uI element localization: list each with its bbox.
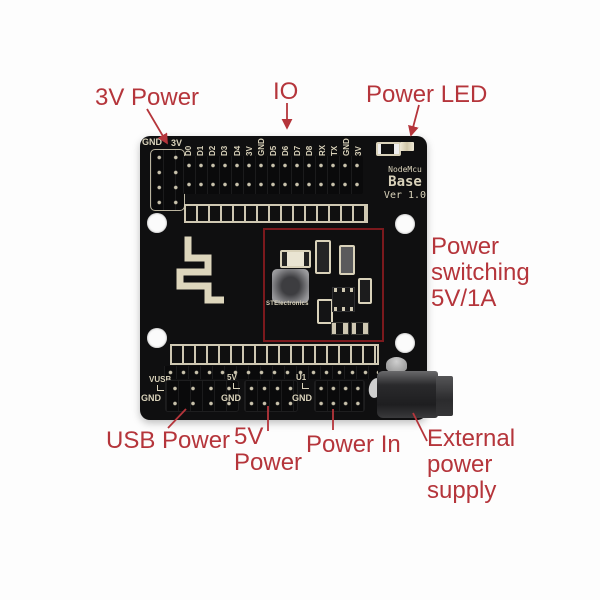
header-block-vusb	[165, 380, 239, 412]
smd-component	[358, 278, 372, 304]
silk-u1-label: U1	[296, 373, 307, 382]
leader-3v-power	[146, 108, 168, 145]
regulator-ic	[332, 287, 355, 312]
smd-capacitor	[315, 240, 331, 274]
silk-3v-label: 3V	[171, 138, 183, 148]
label-io: IO	[273, 78, 299, 105]
silk-arrow-icon	[157, 385, 164, 391]
maker-label: STElectronics	[266, 301, 309, 307]
power-switching-outline	[263, 228, 384, 342]
smd-resistor	[280, 250, 311, 268]
dc-jack-tip	[436, 376, 453, 416]
solder-pads	[331, 322, 349, 335]
dc-barrel-jack	[377, 371, 438, 418]
silk-gnd-label: GND	[292, 393, 312, 403]
mounting-hole	[395, 214, 415, 234]
label-power-led: Power LED	[366, 81, 488, 108]
bottom-pin-strip	[164, 366, 378, 379]
mounting-hole	[147, 213, 167, 233]
leader-power-led	[408, 104, 420, 137]
brand-line-2: Base	[388, 173, 422, 190]
smd-capacitor	[339, 245, 355, 275]
solder-pads	[351, 322, 369, 335]
power-inductor	[272, 269, 309, 303]
label-usb-power: USB Power	[106, 427, 231, 454]
silk-arrow-icon	[302, 383, 309, 389]
mounting-hole	[395, 333, 415, 353]
brand-line-1: NodeMcu	[388, 165, 422, 174]
antenna-trace-icon	[176, 236, 224, 304]
leader-external-supply	[412, 412, 428, 442]
label-5v-power: 5V Power	[234, 423, 303, 476]
power-led	[400, 142, 414, 151]
mounting-hole	[147, 328, 167, 348]
header-block-u1	[314, 380, 365, 412]
silk-arrow-icon	[233, 383, 240, 389]
label-power-in: Power In	[306, 431, 401, 458]
silk-5v-label: 5V	[227, 373, 237, 382]
jack-highlight	[386, 357, 407, 372]
brand-line-3: Ver 1.0	[383, 190, 427, 202]
io-pad-strip	[184, 204, 368, 223]
silk-gnd-label: GND	[141, 393, 161, 403]
silk-vusb-label: VUSB	[149, 375, 172, 384]
leader-usb-power	[167, 408, 187, 429]
io-header-strip	[183, 156, 363, 194]
silk-gnd-label: GND	[221, 393, 241, 403]
label-3v-power: 3V Power	[95, 84, 200, 111]
bottom-pad-strip	[170, 344, 379, 365]
label-external-supply: External power supply	[427, 425, 516, 504]
header-block-5v	[244, 380, 298, 412]
label-power-switching: Power switching 5V/1A	[431, 233, 530, 312]
brand-text: NodeMcu Base Ver 1.0	[383, 165, 427, 202]
silk-gnd-label: GND	[142, 137, 162, 147]
